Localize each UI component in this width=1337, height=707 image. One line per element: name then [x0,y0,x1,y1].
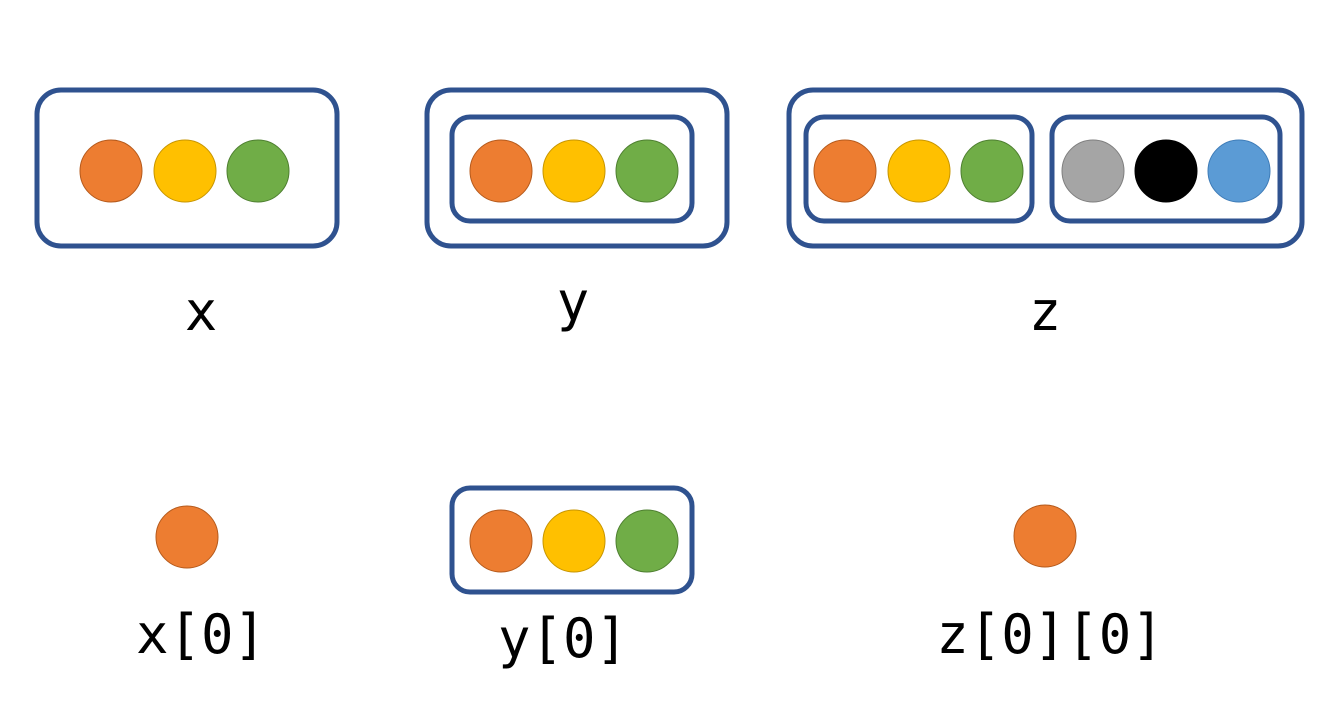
label-y0: y[0] [498,607,628,670]
circle-x-yellow [153,139,217,203]
label-z: z [1029,280,1062,343]
circle-y0-orange [469,509,533,573]
circle-x-green [226,139,290,203]
panel-z00: z[0][0] [936,504,1164,666]
panel-x0: x[0] [136,505,266,666]
circle-y0-yellow [542,509,606,573]
panel-z: z [786,87,1305,343]
inner-box-y0 [449,485,695,595]
circle-x-orange [79,139,143,203]
label-z00: z[0][0] [936,603,1164,666]
circle-z-blue [1207,139,1271,203]
label-x: x [185,280,218,343]
inner-box-z-1 [1049,114,1283,224]
inner-box-z-0 [803,114,1035,224]
circle-x0-orange [155,505,219,569]
circle-y-orange [469,139,533,203]
circle-z00-orange [1013,504,1077,568]
panel-x: x [34,87,340,343]
label-y: y [557,270,590,333]
circle-y0-green [615,509,679,573]
circle-y-yellow [542,139,606,203]
panel-y0: y[0] [449,485,695,670]
outer-box-x [34,87,340,249]
circle-z-orange [813,139,877,203]
outer-box-y [424,87,730,249]
circle-z-yellow [887,139,951,203]
circle-z-gray [1061,139,1125,203]
circle-z-green [960,139,1024,203]
circle-y-green [615,139,679,203]
label-x0: x[0] [136,603,266,666]
inner-box-y [449,114,695,224]
outer-box-z [786,87,1305,249]
panel-y: y [424,87,730,333]
circle-z-black [1134,139,1198,203]
